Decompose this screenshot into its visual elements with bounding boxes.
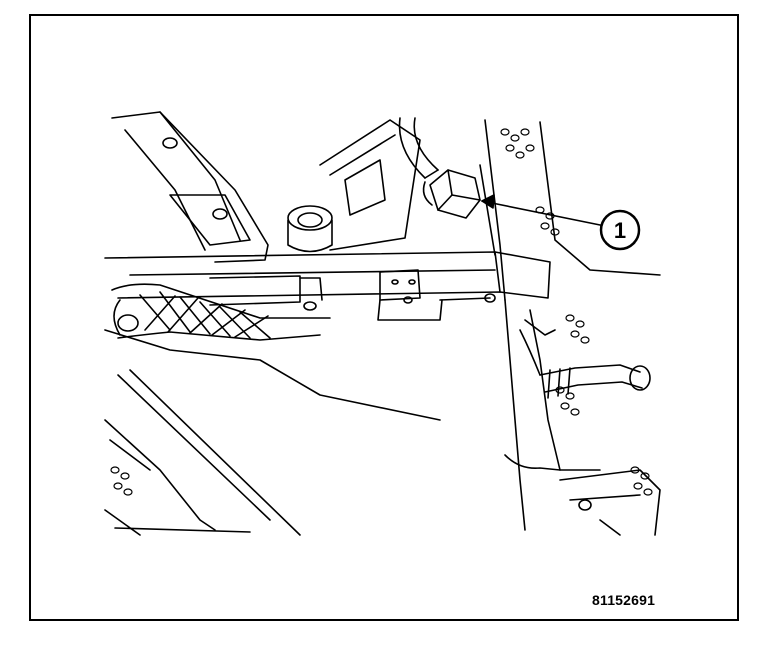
sensor-cable [519, 319, 651, 399]
figure-number: 81152691 [592, 592, 656, 608]
callout-1: 1 [599, 209, 641, 251]
callout-leader [481, 194, 606, 227]
lower-right-plate [559, 469, 661, 536]
right-frame [479, 119, 661, 531]
wire-harness [111, 283, 331, 341]
round-boss [287, 205, 333, 253]
rivet-pattern [110, 128, 653, 496]
lower-frame [104, 329, 441, 536]
center-housing [319, 119, 421, 251]
upper-frame-rail [111, 111, 269, 263]
hose [398, 117, 439, 179]
sensor-fitting [422, 169, 481, 219]
cross-member [104, 251, 551, 321]
figure-frame [29, 14, 739, 621]
callout-1-label: 1 [614, 218, 626, 243]
